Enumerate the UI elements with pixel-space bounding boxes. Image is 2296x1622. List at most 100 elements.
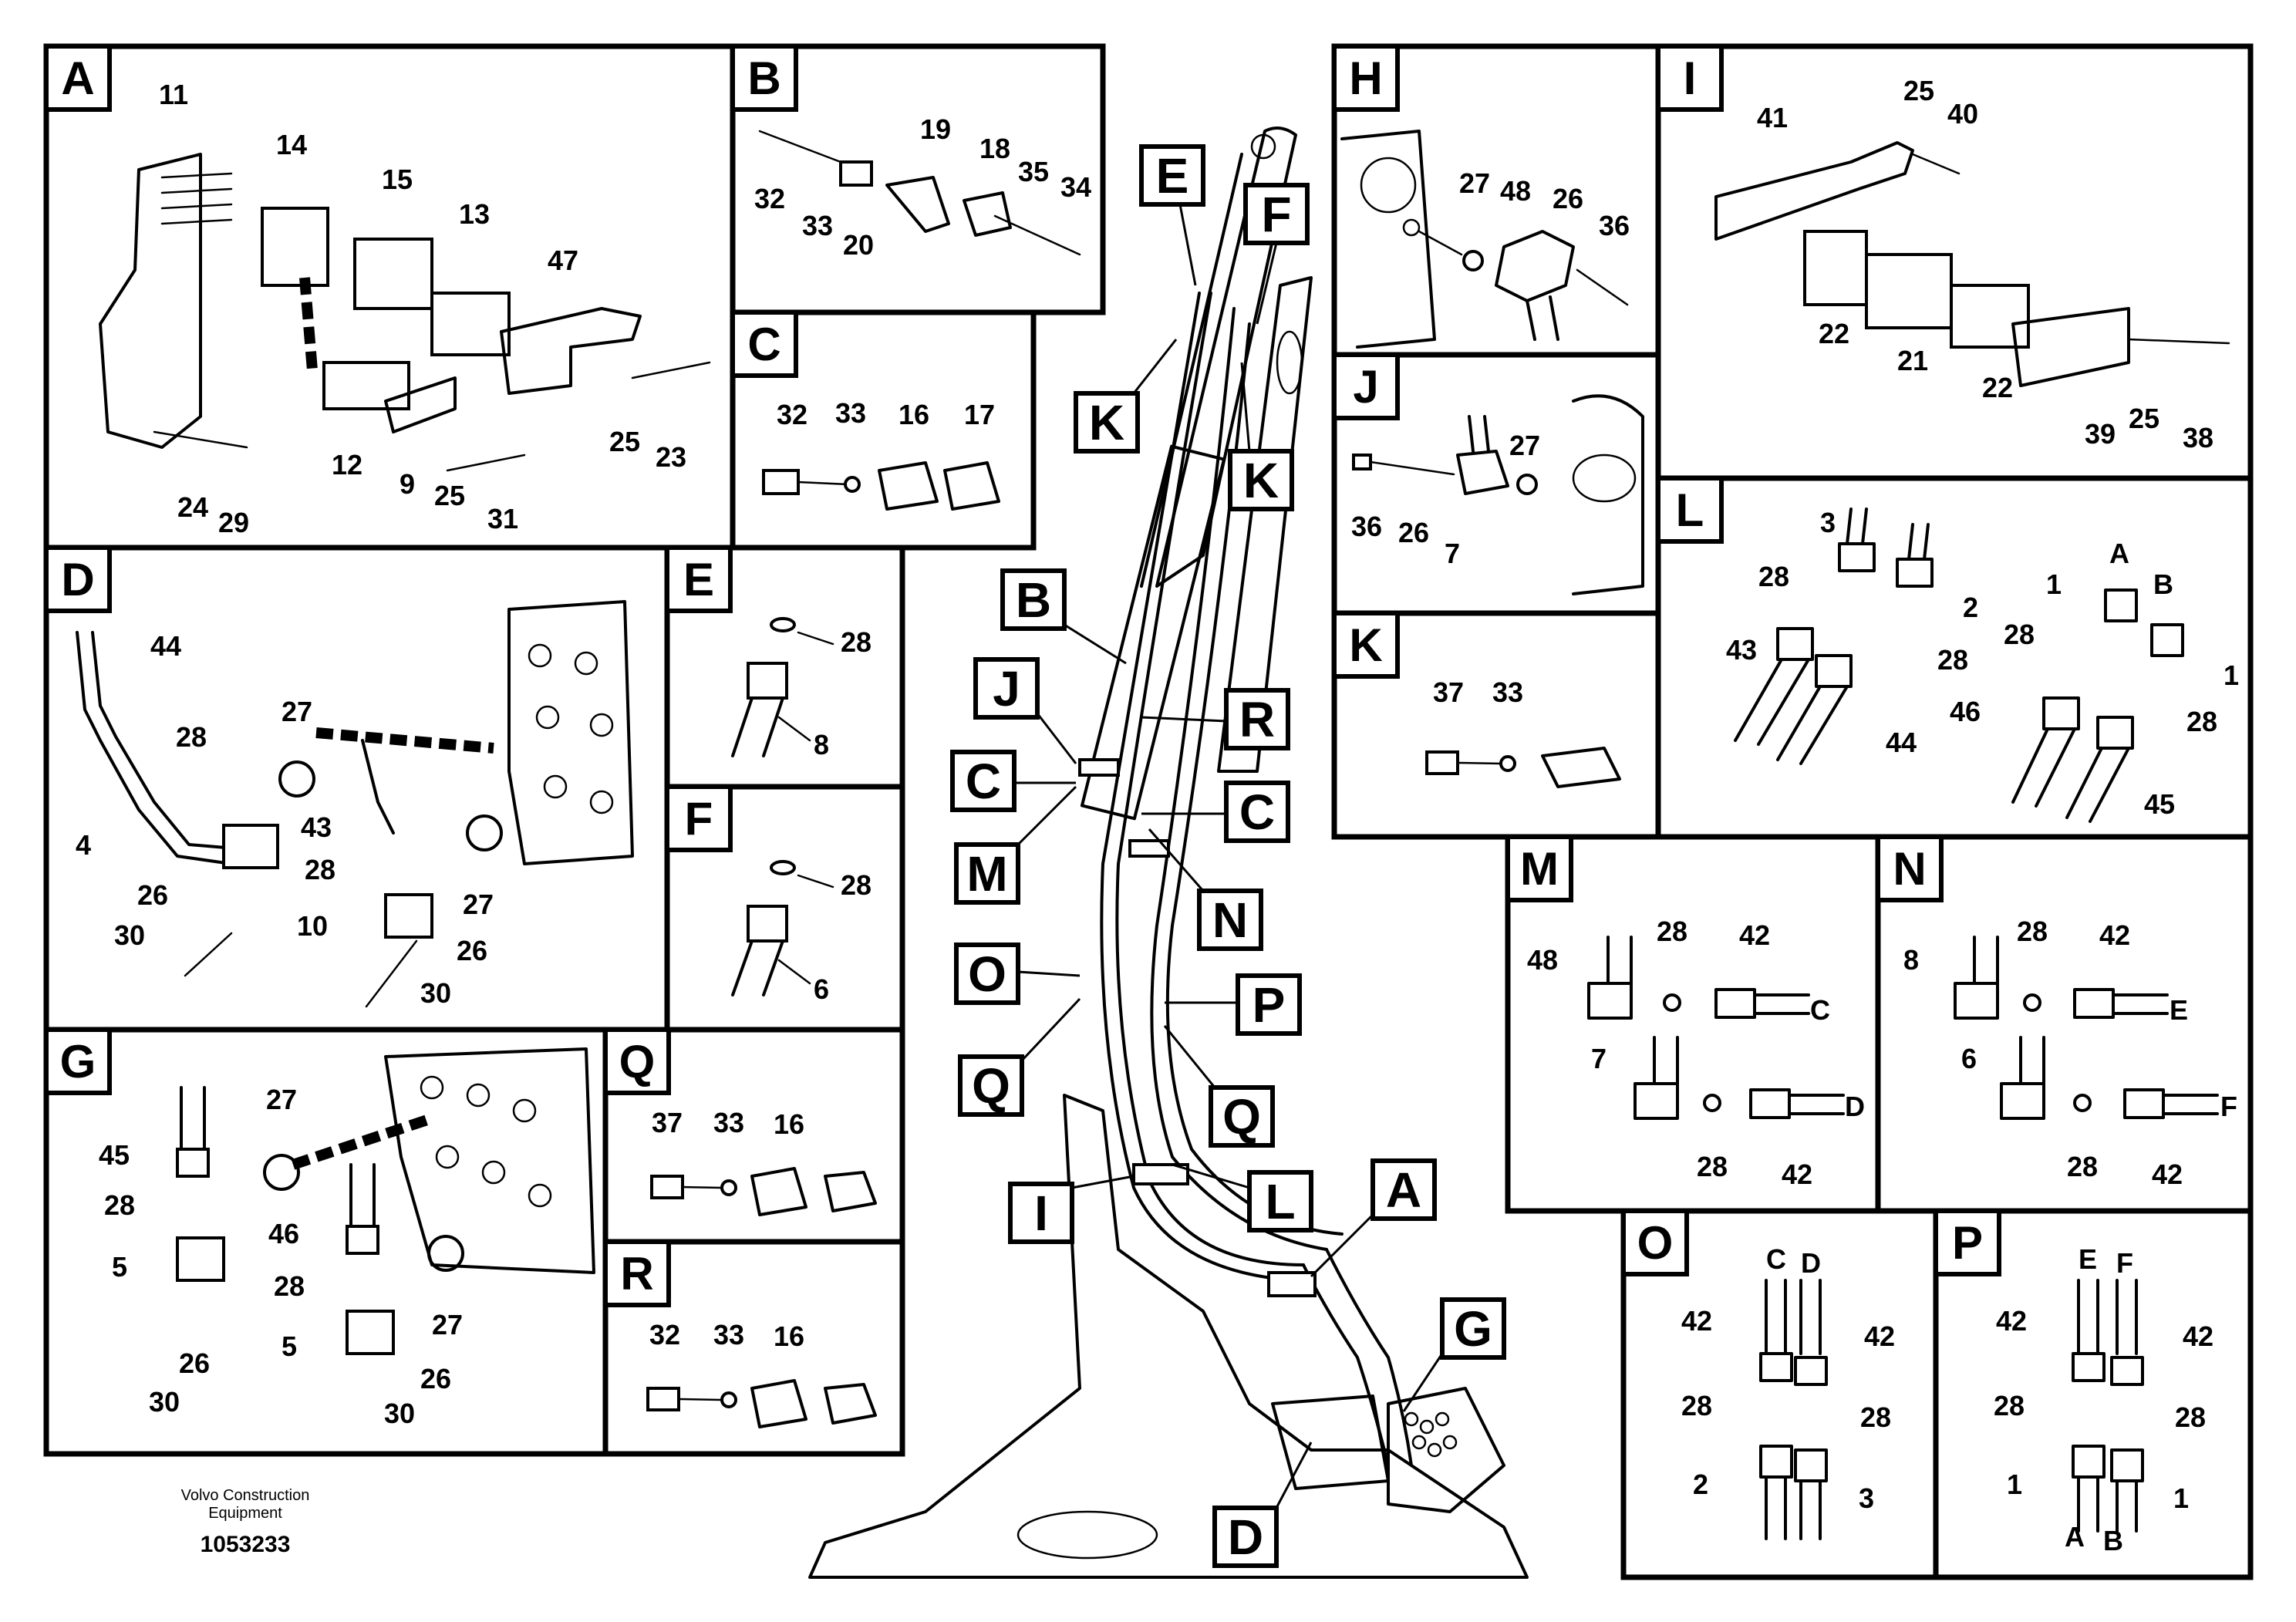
svg-text:41: 41: [1757, 102, 1788, 133]
svg-text:27: 27: [1509, 430, 1540, 461]
svg-text:26: 26: [420, 1363, 451, 1394]
svg-text:44: 44: [1886, 727, 1917, 758]
svg-text:43: 43: [1726, 634, 1757, 666]
svg-text:R: R: [1239, 692, 1275, 747]
callout-o: O: [954, 943, 1081, 1005]
svg-text:21: 21: [1897, 345, 1928, 376]
svg-text:G: G: [1454, 1301, 1492, 1357]
panel-b-letter: B: [747, 52, 781, 104]
svg-text:K: K: [1089, 395, 1124, 450]
svg-text:16: 16: [899, 399, 929, 430]
panel-l-letter: L: [1676, 484, 1704, 536]
svg-text:30: 30: [114, 919, 145, 951]
svg-text:27: 27: [266, 1084, 297, 1115]
company-name-line2: Equipment: [208, 1505, 282, 1522]
callout-j: J: [973, 657, 1077, 764]
callout-l: L: [1172, 1163, 1313, 1233]
svg-text:29: 29: [218, 507, 249, 538]
panel-d: D 44 28 27 4 43 28 26 30 10 27 26 30: [43, 545, 670, 1033]
callout-f: F: [1243, 183, 1310, 325]
panel-j: J 27 36 26 7: [1331, 352, 1661, 616]
svg-text:E: E: [2170, 994, 2188, 1026]
svg-text:31: 31: [487, 503, 518, 534]
svg-text:42: 42: [1996, 1305, 2027, 1337]
svg-text:22: 22: [1982, 372, 2013, 403]
svg-text:8: 8: [814, 729, 829, 760]
svg-text:48: 48: [1527, 944, 1558, 976]
svg-text:28: 28: [104, 1189, 135, 1221]
company-name-line1: Volvo Construction: [181, 1487, 310, 1504]
svg-text:27: 27: [432, 1309, 463, 1340]
svg-text:D: D: [1228, 1509, 1263, 1565]
svg-text:28: 28: [1697, 1151, 1728, 1182]
svg-text:23: 23: [656, 441, 686, 473]
panel-m-letter: M: [1520, 843, 1559, 895]
svg-text:25: 25: [1903, 75, 1934, 106]
svg-text:K: K: [1243, 453, 1279, 508]
svg-text:28: 28: [1758, 561, 1789, 592]
callout-i: I: [1008, 1175, 1135, 1244]
panel-e: E 28 8: [664, 545, 905, 790]
svg-text:7: 7: [1591, 1043, 1607, 1074]
svg-text:6: 6: [1961, 1043, 1977, 1074]
svg-text:15: 15: [382, 164, 413, 195]
footer: Volvo Construction Equipment 1053233: [181, 1487, 310, 1557]
callout-d: D: [1212, 1442, 1313, 1568]
svg-text:26: 26: [179, 1347, 210, 1379]
svg-text:M: M: [966, 846, 1007, 902]
panel-q-letter: Q: [619, 1036, 656, 1088]
svg-text:B: B: [2153, 568, 2173, 600]
svg-text:28: 28: [1994, 1390, 2025, 1421]
svg-text:37: 37: [1433, 676, 1464, 708]
svg-text:42: 42: [1782, 1158, 1812, 1190]
svg-text:42: 42: [1681, 1305, 1712, 1337]
svg-text:42: 42: [2183, 1320, 2213, 1352]
drawing-number: 1053233: [201, 1532, 291, 1557]
panel-a-letter: A: [61, 52, 94, 104]
svg-text:11: 11: [159, 79, 188, 110]
svg-text:25: 25: [434, 480, 465, 511]
svg-text:28: 28: [2004, 619, 2035, 650]
panel-l: L 3 28 43 2 28 44 A 1 B 28: [1655, 475, 2254, 840]
panel-e-letter: E: [683, 554, 714, 605]
panel-o-letter: O: [1637, 1217, 1674, 1269]
machine-illustration: [808, 126, 1529, 1579]
panel-m: M 48 28 42 C 7 28 42 D: [1505, 834, 1881, 1214]
svg-text:16: 16: [774, 1320, 804, 1352]
svg-text:F: F: [2220, 1091, 2237, 1122]
panel-a: A 11 14 15 13 47 12 9 25 31 24 29 25 23: [43, 43, 736, 551]
svg-text:16: 16: [774, 1108, 804, 1140]
svg-text:14: 14: [276, 129, 307, 160]
svg-text:28: 28: [274, 1270, 305, 1302]
panel-e-labels: 28 8: [814, 626, 872, 760]
svg-text:26: 26: [137, 879, 168, 911]
panel-o-labels: C D 42 42 28 28 2 3: [1681, 1243, 1895, 1514]
svg-text:30: 30: [384, 1398, 415, 1429]
svg-text:32: 32: [754, 183, 785, 214]
panel-h-labels: 27 48 26 36: [1459, 167, 1630, 241]
panel-r-letter: R: [620, 1248, 653, 1300]
svg-text:1: 1: [2173, 1482, 2189, 1514]
svg-text:33: 33: [713, 1107, 744, 1138]
svg-text:46: 46: [1950, 696, 1981, 727]
svg-text:3: 3: [1820, 507, 1836, 538]
panel-a-labels: 11 14 15 13 47 12 9 25 31 24 29 25 23: [159, 79, 686, 538]
svg-text:C: C: [966, 754, 1001, 809]
svg-text:P: P: [1253, 977, 1286, 1033]
svg-text:28: 28: [305, 854, 335, 885]
svg-text:C: C: [1810, 994, 1830, 1026]
svg-text:F: F: [2116, 1247, 2133, 1279]
svg-text:C: C: [1239, 784, 1275, 840]
svg-text:33: 33: [835, 397, 866, 429]
panel-c: C 32 33 16 17: [730, 309, 1037, 551]
svg-text:A: A: [2065, 1521, 2085, 1553]
svg-text:28: 28: [2186, 706, 2217, 737]
svg-text:24: 24: [177, 491, 208, 523]
svg-text:1: 1: [2046, 568, 2062, 600]
svg-text:42: 42: [2152, 1158, 2183, 1190]
panel-m-labels: 48 28 42 C 7 28 42 D: [1527, 916, 1865, 1190]
svg-text:35: 35: [1018, 156, 1049, 187]
svg-text:Q: Q: [972, 1058, 1010, 1114]
svg-text:27: 27: [463, 889, 494, 920]
svg-text:28: 28: [1657, 916, 1687, 947]
